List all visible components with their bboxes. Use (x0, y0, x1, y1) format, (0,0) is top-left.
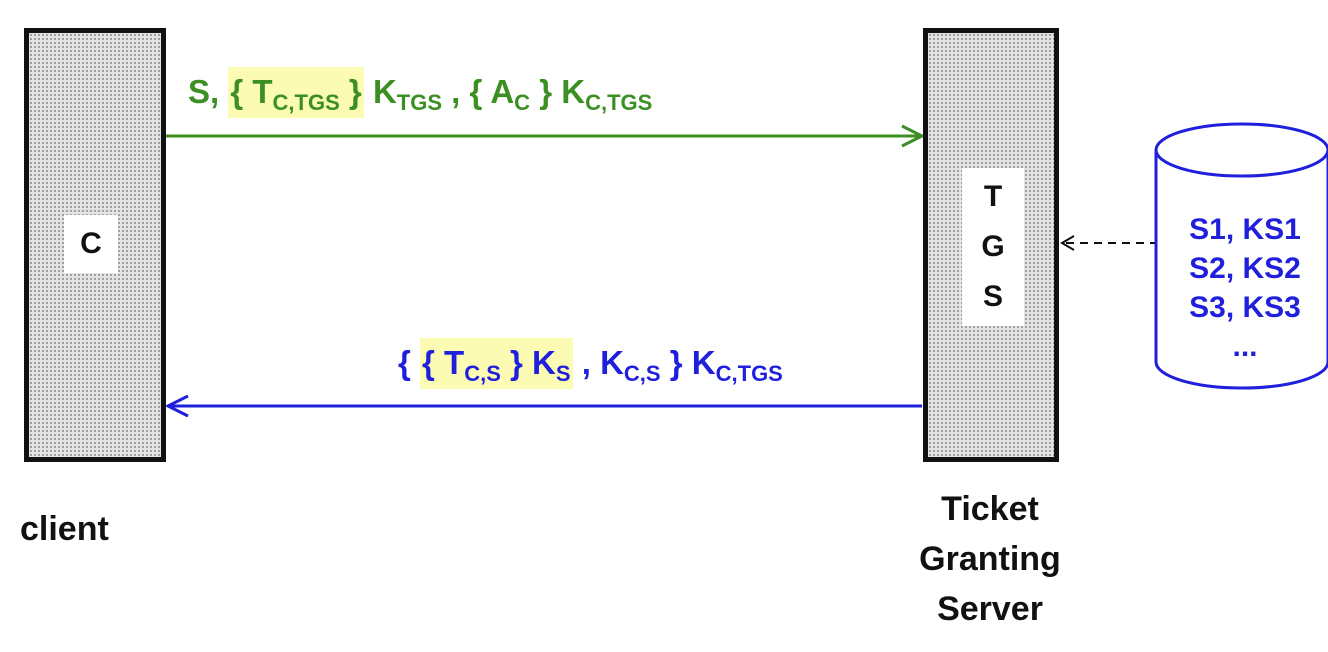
tgs-caption-line-1: Ticket (941, 490, 1039, 528)
reply-session-key-sub: C,S (623, 361, 661, 386)
tgs-box-label: T G S (962, 168, 1024, 326)
request-ticket-key: K (363, 73, 397, 110)
request-authenticator-key-sub: C,TGS (585, 90, 653, 115)
client-caption: client (20, 510, 109, 548)
database-entry: S3, KS3 (1189, 291, 1301, 324)
tgs-letter-s: S (982, 280, 1003, 313)
tgs-caption-line-2: Granting (919, 540, 1061, 578)
reply-ticket-sub: C,S (464, 361, 501, 386)
reply-ticket-highlight: { TC,S } KS (420, 338, 573, 389)
tgs-letter-g: G (981, 230, 1005, 263)
client-box-label: C (64, 215, 118, 273)
reply-outer-key-sub: C,TGS (715, 361, 783, 386)
request-authenticator-open: { A (460, 73, 515, 110)
request-ticket-key-sub: TGS (396, 90, 443, 115)
request-authenticator-close: } K (530, 73, 586, 110)
database-body (1154, 150, 1328, 390)
request-arrowhead (901, 124, 926, 148)
database-cylinder (1154, 122, 1328, 390)
tgs-caption-line-3: Server (937, 590, 1043, 628)
lookup-arrowhead (1060, 235, 1075, 251)
request-service-id: S, (188, 73, 220, 110)
request-ticket-close: } (339, 73, 362, 110)
database-entry: S1, KS1 (1189, 213, 1301, 246)
request-ticket-open: { T (230, 73, 273, 110)
database-entry: S2, KS2 (1189, 252, 1301, 285)
request-ticket-sub: C,TGS (272, 90, 340, 115)
reply-ticket-close: } K (500, 344, 556, 381)
reply-arrowhead (164, 394, 189, 418)
reply-outer-close: } K (660, 344, 716, 381)
request-separator: , (442, 73, 461, 110)
tgs-letter-t: T (983, 180, 1003, 213)
database-entry-ellipsis: ... (1232, 330, 1258, 363)
request-ticket-highlight: { TC,TGS } (228, 67, 364, 118)
reply-outer-open: { (398, 344, 421, 381)
reply-ticket-open: { T (422, 344, 465, 381)
reply-message: { { TC,S } KS , KC,S } KC,TGS (398, 338, 783, 389)
reply-separator: , K (572, 344, 624, 381)
reply-ticket-key-sub: S (555, 361, 571, 386)
request-authenticator-sub: C (514, 90, 531, 115)
database-top (1154, 122, 1328, 178)
request-message: S, { TC,TGS } KTGS , { AC } KC,TGS (188, 67, 653, 118)
tgs-caption: Ticket Granting Server (870, 484, 1110, 634)
